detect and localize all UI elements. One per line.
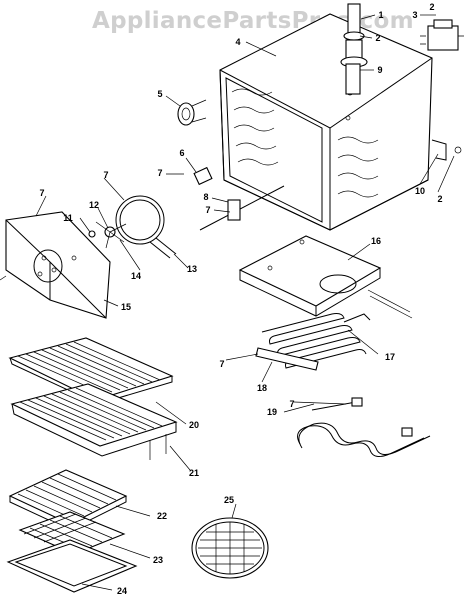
screw-part [88,230,96,238]
callout-4: 4 [235,37,240,47]
callout-2: 2 [375,33,380,43]
sensor-part [193,166,213,186]
broil-pan-part [6,539,138,593]
side-bracket-part [431,139,462,161]
callout-24: 24 [117,586,127,596]
callout-2: 2 [437,194,442,204]
callout-13: 13 [187,264,197,274]
callout-3: 3 [412,10,417,20]
callout-15: 15 [121,302,131,312]
callout-7: 7 [157,168,162,178]
callout-5: 5 [157,89,162,99]
broil-element-part [297,397,431,457]
fan-blade-part [95,221,127,249]
callout-16: 16 [371,236,381,246]
switch-block-part [420,19,464,51]
callout-1: 1 [378,10,383,20]
convection-element-part [115,195,177,259]
callout-8: 8 [203,192,208,202]
callout-7: 7 [205,205,210,215]
probe-rod-part [199,185,285,231]
callout-7: 7 [289,399,294,409]
oven-cavity-part [219,13,433,231]
callout-11: 11 [63,213,73,223]
bake-element-part [255,313,371,371]
leader-lines [0,14,455,591]
callout-23: 23 [153,555,163,565]
callout-19: 19 [267,407,277,417]
slide-rack-part [10,383,178,460]
callout-14: 14 [131,271,141,281]
callout-12: 12 [89,200,99,210]
callout-22: 22 [157,511,167,521]
bottom-plate-part [238,235,413,319]
callout-6: 6 [179,148,184,158]
callout-18: 18 [257,383,267,393]
callout-17: 17 [385,352,395,362]
callout-20: 20 [189,420,199,430]
callout-7: 7 [103,170,108,180]
callout-labels: 1 2 2 3 4 5 6 7 7 7 7 7 7 8 9 10 2 11 12… [39,2,442,596]
vent-tube-part [340,3,368,95]
callout-10: 10 [415,186,425,196]
callout-9: 9 [377,65,382,75]
back-panel-part [5,211,111,319]
callout-25: 25 [224,495,234,505]
callout-21: 21 [189,468,199,478]
callout-7: 7 [219,359,224,369]
callout-2: 2 [429,2,434,12]
callout-7: 7 [39,188,44,198]
round-grill-part [191,517,269,579]
fan-grommet-part [177,99,207,126]
